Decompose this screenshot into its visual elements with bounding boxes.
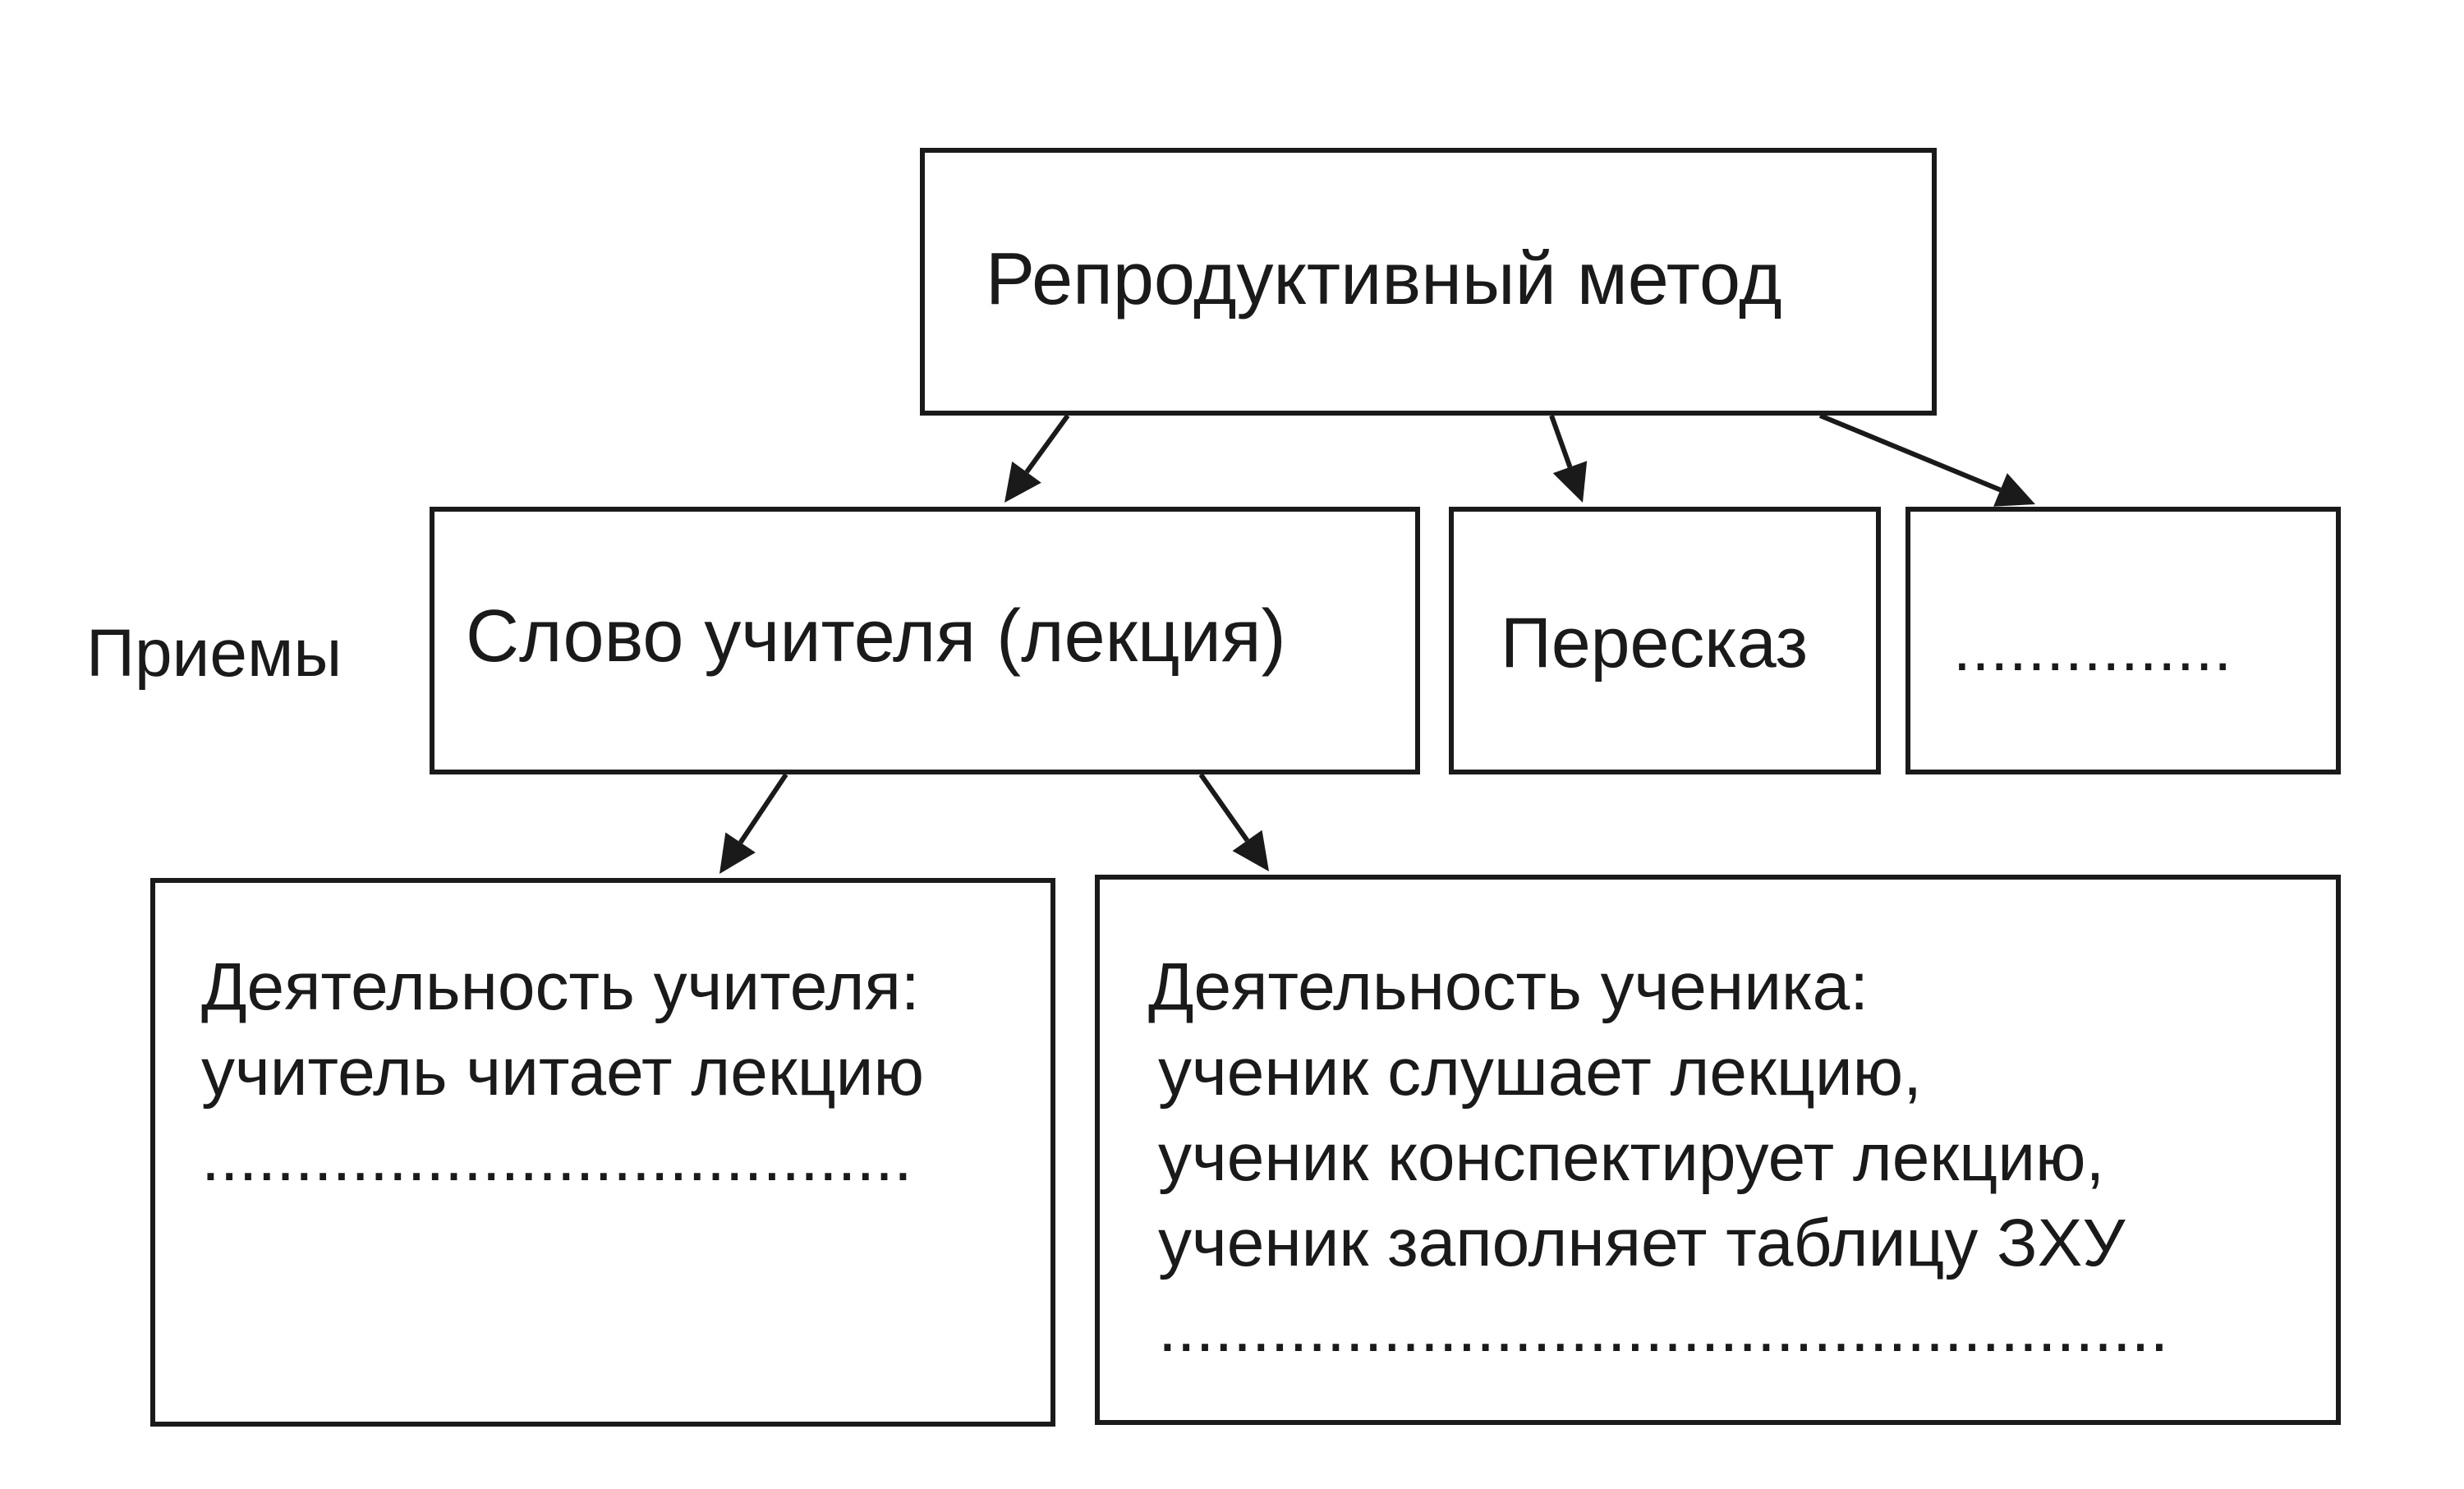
teacher-activity-line: учитель читает лекцию — [201, 1035, 924, 1110]
root-method-label: Репродуктивный метод — [986, 238, 1782, 320]
student-activity-line: ученик слушает лекцию, — [1158, 1035, 1922, 1110]
edge-line — [1198, 773, 1249, 843]
edge-line — [1549, 414, 1573, 468]
edge-line — [1024, 414, 1070, 474]
teacher-activity-box — [150, 878, 1055, 1427]
arrowhead-icon — [1552, 461, 1588, 503]
technique-box-retelling — [1449, 507, 1881, 774]
technique-box-placeholder — [1905, 507, 2341, 774]
technique-label-teacher-word: Слово учителя (лекция) — [466, 595, 1286, 678]
student-activity-heading: Деятельность ученика: — [1148, 949, 1869, 1024]
arrowhead-icon — [1993, 473, 2035, 507]
student-activity-line: ученик конспектирует лекцию, — [1158, 1120, 2105, 1195]
technique-label-retelling: Пересказ — [1501, 604, 1809, 682]
edge-line — [1818, 413, 2002, 493]
teacher-activity-heading: Деятельность учителя: — [201, 949, 920, 1024]
teacher-activity-text: Деятельность учителя: учитель читает лек… — [201, 944, 924, 1201]
student-activity-box — [1095, 875, 2341, 1425]
edge-line — [738, 773, 788, 844]
root-method-box — [920, 148, 1937, 416]
technique-box-teacher-word — [430, 507, 1420, 774]
technique-label-placeholder: ............... — [1953, 612, 2233, 684]
arrowhead-icon — [1004, 461, 1041, 503]
arrowhead-icon — [719, 832, 756, 874]
student-activity-dots: ........................................… — [1158, 1291, 2169, 1366]
teacher-activity-dots: ...................................... — [201, 1120, 913, 1195]
techniques-row-label: Приемы — [86, 616, 342, 691]
student-activity-text: Деятельность ученика: ученик слушает лек… — [1148, 944, 2168, 1372]
arrowhead-icon — [1232, 830, 1269, 871]
student-activity-line: ученик заполняет таблицу ЗХУ — [1158, 1206, 2126, 1280]
